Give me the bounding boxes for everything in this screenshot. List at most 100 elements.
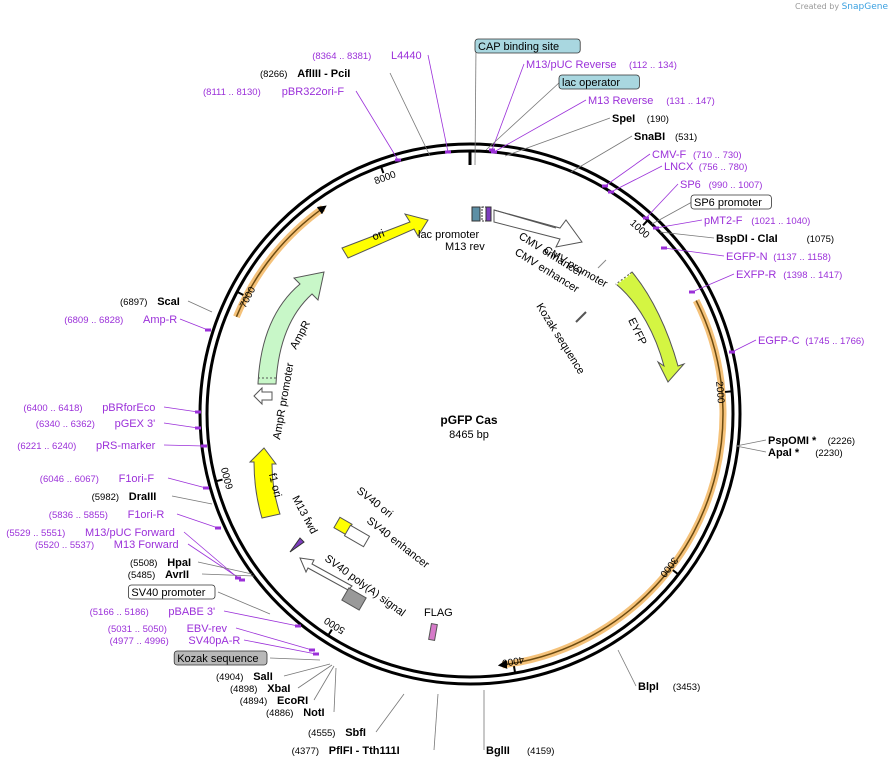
- label-snabi[interactable]: SnaBI(531): [570, 131, 697, 173]
- label-name: pBR322ori-F: [282, 86, 345, 98]
- label-blpi[interactable]: BlpI(3453): [617, 649, 700, 693]
- tick-mark: [380, 167, 385, 174]
- label-name: L4440: [391, 50, 422, 62]
- primer-mark: [689, 290, 695, 294]
- label-f1ori-r[interactable]: F1ori-R(5836 .. 5855): [49, 509, 221, 530]
- connector-line: [491, 63, 525, 151]
- label-sv40-promoter[interactable]: SV40 promoter: [127, 584, 271, 615]
- label-coord: (4886): [266, 708, 293, 719]
- label-kozak-sequence[interactable]: Kozak sequence: [173, 650, 321, 666]
- label-noti[interactable]: NotI (4886): [266, 667, 337, 719]
- label-m13-reverse[interactable]: M13 Reverse(131 .. 147): [491, 95, 715, 154]
- label-apai[interactable]: ApaI *(2230): [735, 445, 843, 459]
- label-pflfi-tth111i[interactable]: PflFI - Tth111I(4377): [292, 693, 439, 757]
- feature-sv40-polya: [341, 587, 367, 611]
- label-sali[interactable]: SalI(4904): [216, 663, 331, 683]
- connector-line: [197, 561, 253, 575]
- backbone-outer: [198, 142, 742, 686]
- tick-mark: [642, 220, 648, 227]
- primer-mark: [235, 576, 241, 580]
- label-coord: (5529 .. 5551): [6, 528, 65, 539]
- label-m13-puc-forward[interactable]: M13/pUC Forward(5529 .. 5551): [6, 527, 241, 580]
- label-xbai[interactable]: XbaI(4898): [230, 664, 333, 695]
- label-name: M13/pUC Reverse: [526, 59, 616, 71]
- label-name: NotI: [303, 707, 324, 719]
- label-ebv-rev[interactable]: EBV-rev(5031 .. 5050): [108, 623, 315, 652]
- label-draiii[interactable]: DraIII(5982): [92, 491, 213, 505]
- primer-mark: [295, 624, 301, 628]
- label-name: lac operator: [562, 77, 620, 89]
- label-m13-forward[interactable]: M13 Forward (5520 .. 5537): [35, 539, 245, 582]
- label-pbr322ori-f[interactable]: pBR322ori-F(8111 .. 8130): [203, 86, 401, 162]
- feature-label-ori: ori: [371, 228, 387, 244]
- label-coord: (6897): [120, 297, 147, 308]
- connector-line: [217, 591, 271, 615]
- label-coord: (5520 .. 5537): [35, 540, 94, 551]
- label-pmt2-f[interactable]: pMT2-F(1021 .. 1040): [653, 215, 810, 230]
- feature-cmv: [493, 209, 583, 248]
- left-labels: L4440(8364 .. 8381)AflIII - PciI(8266)pB…: [6, 50, 451, 757]
- label-cap-binding-site[interactable]: CAP binding site: [474, 38, 581, 166]
- connector-line: [433, 693, 439, 751]
- label-pspomi[interactable]: PspOMI *(2226): [735, 435, 855, 447]
- label-sv40pa-r[interactable]: SV40pA-R(4977 .. 4996): [110, 635, 319, 656]
- label-cmv-f[interactable]: CMV-F(710 .. 730): [602, 149, 742, 188]
- label-egfp-c[interactable]: EGFP-C(1745 .. 1766): [729, 335, 864, 354]
- label-l4440[interactable]: L4440(8364 .. 8381): [312, 50, 451, 154]
- feature-arc-line: [235, 205, 327, 318]
- label-coord: (3453): [673, 682, 700, 693]
- label-sp6[interactable]: SP6(990 .. 1007): [643, 179, 762, 220]
- snapgene-credit: Created by SnapGene: [795, 2, 888, 12]
- label-sp6-promoter[interactable]: SP6 promoter: [651, 194, 772, 225]
- label-bspdi-clai[interactable]: BspDI - ClaI(1075): [659, 231, 834, 245]
- label-avrii[interactable]: AvrII(5485): [128, 569, 255, 581]
- label-spei[interactable]: SpeI(190): [504, 113, 669, 157]
- label-amp-r[interactable]: Amp-R(6809 .. 6828): [64, 314, 211, 332]
- label-coord: (1137 .. 1158): [773, 252, 831, 263]
- label-coord: (1021 .. 1040): [751, 216, 810, 227]
- label-name: AvrII: [165, 569, 189, 581]
- label-name: SP6: [680, 179, 701, 191]
- label-exfp-r[interactable]: EXFP-R(1398 .. 1417): [689, 269, 842, 294]
- tick-mark: [237, 291, 244, 296]
- label-m13-puc-reverse[interactable]: M13/pUC Reverse(112 .. 134): [489, 59, 677, 152]
- label-egfp-n[interactable]: EGFP-N(1137 .. 1158): [661, 246, 831, 264]
- tick-mark: [327, 629, 333, 636]
- feature-label-lac-promoter: lac promoter: [418, 229, 479, 241]
- connector-line: [691, 273, 735, 293]
- connector-line: [493, 99, 587, 153]
- connector-line: [179, 318, 209, 331]
- label-name: LNCX: [664, 161, 694, 173]
- label-sbfi[interactable]: SbfI(4555): [308, 693, 405, 739]
- label-bglii[interactable]: BglII(4159): [483, 690, 554, 757]
- label-lac-operator[interactable]: lac operator: [485, 74, 640, 151]
- label-hpai[interactable]: HpaI(5508): [130, 557, 253, 575]
- label-f1ori-f[interactable]: F1ori-F(6046 .. 6067): [40, 473, 209, 490]
- feature-cap-box: [471, 206, 481, 222]
- connector-line: [570, 135, 633, 173]
- tick-mark: [512, 666, 516, 673]
- label-name: BglII: [486, 745, 510, 757]
- label-lncx[interactable]: LNCX(756 .. 780): [608, 161, 747, 194]
- primer-mark: [203, 486, 209, 490]
- label-name: M13 Forward: [114, 539, 179, 551]
- primer-mark: [309, 648, 315, 652]
- tick-label: 7000: [238, 285, 258, 310]
- label-scai[interactable]: ScaI(6897): [120, 296, 213, 313]
- connector-line: [187, 300, 213, 313]
- label-afliii-pcii[interactable]: AflIII - PciI(8266): [260, 68, 431, 157]
- primer-mark: [653, 226, 659, 230]
- label-ecori[interactable]: EcoRI(4894): [240, 665, 335, 707]
- primer-mark: [239, 578, 245, 582]
- label-coord: (5031 .. 5050): [108, 624, 167, 635]
- tick-label: 6000: [220, 466, 236, 491]
- connector-line: [235, 627, 313, 651]
- connector-line: [655, 219, 703, 229]
- label-pbrforeco[interactable]: pBRforEco(6400 .. 6418): [23, 402, 201, 414]
- feature-label-sv40-enhancer: SV40 enhancer: [364, 515, 431, 571]
- label-name: pBABE 3': [168, 606, 215, 618]
- label-pgex-3[interactable]: pGEX 3'(6340 .. 6362): [36, 418, 201, 430]
- label-prs-marker[interactable]: pRS-marker(6221 .. 6240): [17, 440, 207, 452]
- label-pbabe-3[interactable]: pBABE 3'(5166 .. 5186): [90, 606, 301, 628]
- label-name: XbaI: [267, 683, 290, 695]
